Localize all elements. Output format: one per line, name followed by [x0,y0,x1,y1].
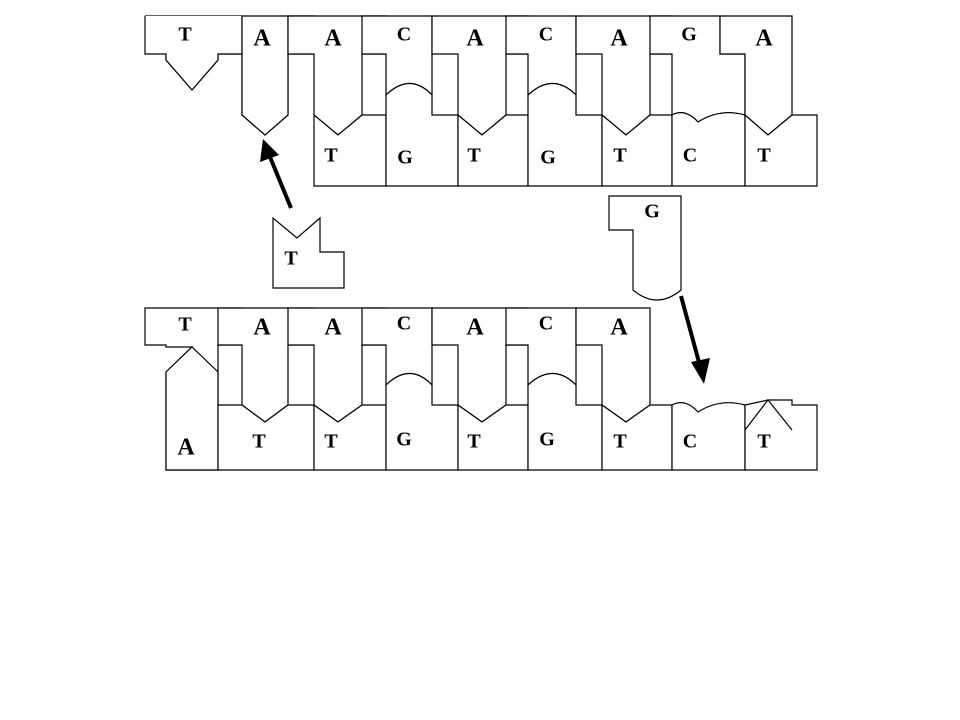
bottom-lower-label: A [177,435,195,461]
top-lower-label: T [324,145,338,167]
bottom-lower-label: T [252,431,266,453]
top-piece-1 [144,16,243,91]
incoming-arrow [260,139,293,209]
top-upper-label: A [324,26,342,52]
bottom-lower-label: G [396,429,412,451]
incoming-arrow-head [260,139,279,162]
top-upper-label: A [466,26,484,52]
bottom-strand-lower-labels: A T T G T G T C T [177,429,771,461]
top-upper-label: T [178,24,192,46]
top-lower-piece-T4 [744,113,818,187]
released-piece-label: G [644,201,660,223]
bottom-upper-label: A [253,315,271,341]
top-upper-label: C [539,24,553,46]
bottom-strand [144,307,818,471]
top-lower-label: G [540,147,556,169]
incoming-piece-T [272,216,345,289]
top-lower-piece-G1 [385,82,459,187]
bottom-lower-piece-G2 [527,372,603,471]
bottom-lower-label: G [539,429,555,451]
top-lower-label: G [397,147,413,169]
top-upper-label: A [610,26,628,52]
bottom-upper-label: C [397,313,411,335]
top-lower-label: T [613,145,627,167]
top-piece-A1 [241,15,289,136]
top-upper-label: G [681,24,697,46]
top-lower-label: C [683,145,697,167]
release-arrow-shaft [679,295,702,367]
bottom-lower-piece-G1 [385,372,459,471]
bottom-lower-label: T [467,431,481,453]
top-strand-upper-labels: T A A C A C A G A [178,24,773,52]
top-upper-label: A [755,26,773,52]
bottom-lower-label: T [757,431,771,453]
top-lower-piece-G2 [527,82,603,187]
bottom-upper-label: T [178,314,192,336]
released-piece: G [608,195,682,301]
bottom-lower-notch [744,399,793,431]
top-strand [144,15,818,187]
bottom-lower-piece-T5 [744,399,818,471]
top-lower-label: T [467,145,481,167]
bottom-upper-label: A [610,315,628,341]
incoming-piece: T [272,216,345,289]
bottom-lower-label: C [683,431,697,453]
release-arrow [679,295,710,384]
bottom-upper-label: A [324,315,342,341]
top-lower-label: T [757,145,771,167]
top-strand-lower-labels: T G T G T C T [324,145,771,169]
top-upper-label: C [397,24,411,46]
released-piece-G [608,195,682,301]
release-arrow-head [691,358,710,384]
bottom-lower-label: T [613,431,627,453]
bottom-strand-upper-labels: T A A C A C A [178,313,628,341]
bottom-upper-label: C [539,313,553,335]
bottom-upper-label: A [466,315,484,341]
top-upper-label: A [253,26,271,52]
incoming-piece-label: T [284,248,298,270]
incoming-arrow-shaft [268,156,293,209]
bottom-lower-label: T [324,431,338,453]
